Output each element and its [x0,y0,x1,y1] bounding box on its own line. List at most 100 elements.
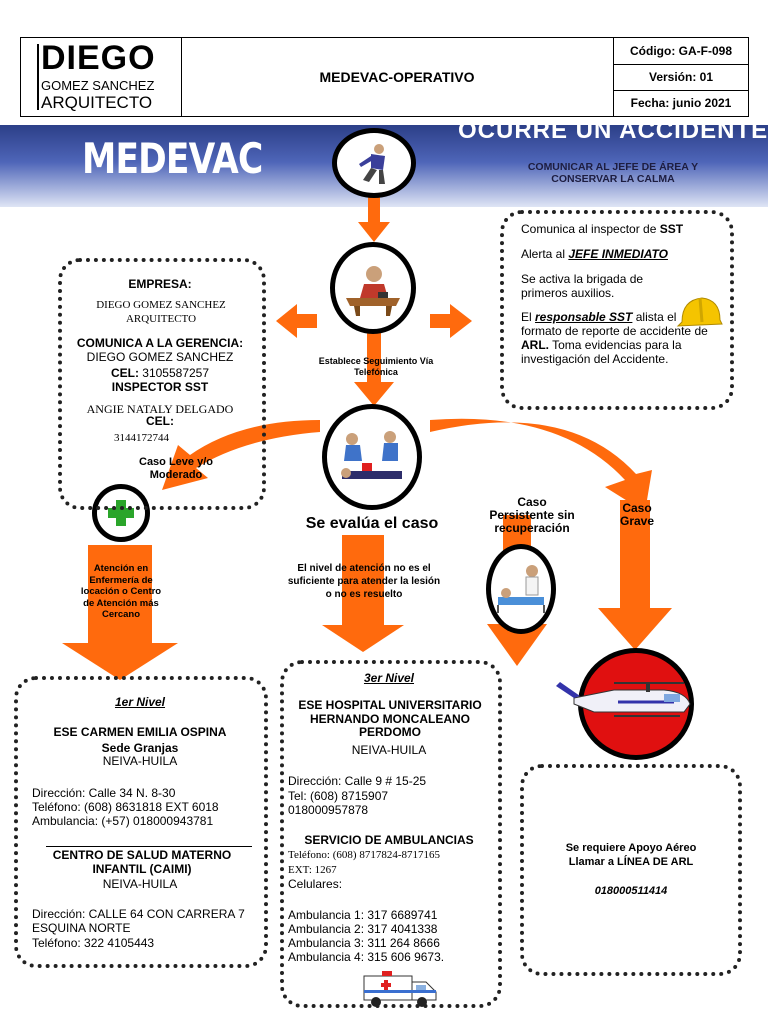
empresa-box [58,258,266,510]
h1-city: NEIVA-HUILA [102,754,178,768]
ocurre-accidente-title: OCURRE UN ACCIDENTE [458,117,768,144]
h1-name: ESE CARMEN EMILIA OSPINA [53,725,227,739]
nivel3-box [280,660,502,1008]
line2-text: Alerta al [521,247,569,261]
aereo-phone: 018000511414 [594,885,668,897]
version-cell: Versión: 01 [614,64,748,91]
amb2: Ambulancia 2: 317 4041338 [288,922,438,936]
document-header: DIEGO GOMEZ SANCHEZ ARQUITECTO MEDEVAC-O… [20,37,749,117]
amb-ext: EXT: 1267 [288,864,337,876]
h2-name: CENTRO DE SALUD MATERNO INFANTIL (CAIMI) [52,848,232,876]
nivel3-dir: Dirección: Calle 9 # 15-25 [288,774,427,788]
empresa-label: EMPRESA: [128,277,192,291]
logo-line1: DIEGO [41,39,156,77]
phone-call-icon [330,242,416,334]
arrow-down-grave-head [598,608,672,650]
line4-mid: alista el formato de reporte de accident… [521,310,708,338]
line1-text: Comunica al inspector de [521,222,660,236]
medevac-title: MEDEVAC [82,134,263,183]
arrow-curve-left [162,420,320,490]
gerente-name: DIEGO GOMEZ SANCHEZ [86,350,234,364]
acciones-box [500,210,734,410]
h1-amb: Ambulancia: (+57) 018000943781 [32,814,214,828]
nivel-no-suficiente-text: El nivel de atención no es el suficiente… [287,563,441,600]
accident-person-icon [332,128,416,198]
line4-arl: ARL. [521,338,549,352]
gerente-cel: CEL: 3105587257 [58,366,262,380]
nivel3-name: ESE HOSPITAL UNIVERSITARIO HERNANDO MONC… [298,698,482,739]
cel-value: 3105587257 [138,366,210,380]
nivel1-divider [46,846,252,847]
caso-leve-text: Caso Leve y/o Moderado [139,456,213,481]
hospital-bed-icon [486,544,556,634]
caso-grave-text: Caso Grave [619,501,655,528]
ambulance-icon [363,971,437,1007]
amb4: Ambulancia 4: 315 606 9673. [288,950,445,964]
arrow-left-head [276,304,297,338]
nivel1-title: 1er Nivel [114,695,166,709]
se-evalua-text: Se evalúa el caso [305,515,439,532]
company-logo: DIEGO GOMEZ SANCHEZ ARQUITECTO [21,38,182,116]
arrow-down-1-head [358,222,390,242]
celulares-label: Celulares: [288,877,343,891]
line1-bold: SST [659,222,684,236]
first-aid-scene-icon [322,404,422,510]
arrow-down-2 [367,332,381,384]
nivel3-tel2: 018000957878 [288,803,369,817]
line4-text: El [521,310,536,324]
arrow-down-mid [342,535,384,627]
h2-city: NEIVA-HUILA [102,877,178,891]
inspector-name: ANGIE NATALY DELGADO [86,402,234,416]
cel2-label: CEL: [146,414,174,428]
arrow-right-head [450,304,472,338]
logo-line3: ARQUITECTO [41,93,153,112]
arrow-down-persist-head [487,624,547,666]
h1-sede: Sede Granjas [101,741,179,755]
amb-title: SERVICIO DE AMBULANCIAS [304,833,474,847]
inspector-label: INSPECTOR SST [111,380,209,394]
nivel3-tel: Tel: (608) 8715907 [288,789,389,803]
arrow-down-mid-head [322,625,404,652]
arrow-down-2-head [354,382,394,406]
apoyo-aereo-box [520,764,742,976]
nivel1-box [14,676,268,968]
caso-persistente-text: Caso Persistente sin recuperación [489,495,575,535]
arrow-down-left [88,545,152,645]
line4-post: Toma evidencias para la investigación de… [521,338,682,366]
comunica-gerencia-label: COMUNICA A LA GERENCIA: [76,336,244,350]
h1-tel: Teléfono: (608) 8631818 EXT 6018 [32,800,219,814]
amb-tel: Teléfono: (608) 8717824-8717165 [288,849,440,861]
arrow-down-1 [368,196,380,224]
line2-bold: JEFE INMEDIATO [568,247,668,261]
seguimiento-text: Establece Seguimiento Vía Telefónica [318,356,434,377]
nivel3-title: 3er Nivel [363,671,415,685]
logo-line2: GOMEZ SANCHEZ [41,78,155,93]
amb1: Ambulancia 1: 317 6689741 [288,908,438,922]
arrow-left [295,314,317,328]
h2-dir: Dirección: CALLE 64 CON CARRERA 7 ESQUIN… [32,907,245,935]
h1-dir: Dirección: Calle 34 N. 8-30 [32,786,176,800]
line4-bold: responsable SST [535,310,633,324]
aereo-line2: Llamar a LÍNEA DE ARL [568,856,694,868]
h2-tel: Teléfono: 322 4105443 [32,936,155,950]
aereo-line1: Se requiere Apoyo Aéreo [565,842,697,854]
brigada-text: Se activa la brigada de primeros auxilio… [521,272,644,300]
helicopter-icon [556,682,691,717]
logo-bar [37,44,39,110]
hard-hat-icon [676,297,723,327]
green-cross-icon [92,484,150,542]
amb3: Ambulancia 3: 311 264 8666 [288,936,440,950]
empresa-name: DIEGO GOMEZ SANCHEZ ARQUITECTO [96,299,226,325]
arrow-down-grave [620,500,650,610]
cel2-value: 3144172744 [114,432,169,444]
cel-label: CEL: [110,366,139,380]
fecha-cell: Fecha: junio 2021 [630,96,732,110]
arrow-down-left-head [62,643,178,680]
atencion-enfermeria-text: Atención en Enfermería de locación o Cen… [80,563,162,620]
codigo-cell: Código: GA-F-098 [614,38,748,65]
acciones-text: Comunica al inspector de SST Alerta al J… [521,222,721,366]
document-title: MEDEVAC-OPERATIVO [181,38,614,116]
comunicar-jefe-text: COMUNICAR AL JEFE DE ÁREA Y CONSERVAR LA… [527,161,699,185]
arrow-right [430,314,452,328]
